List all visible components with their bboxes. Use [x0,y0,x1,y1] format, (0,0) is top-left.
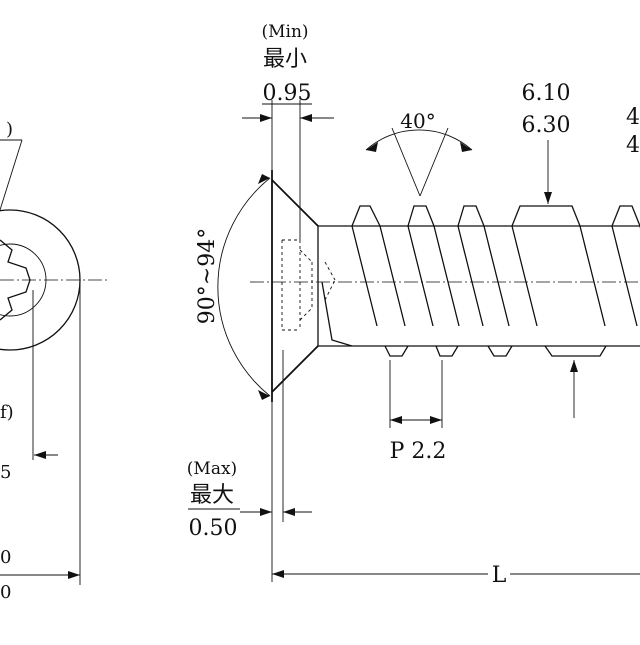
thread-flank-line [483,226,510,326]
thread-flanks [351,226,640,326]
major-dia-value-2: 6.30 [522,113,571,138]
thread-flank-line [433,226,460,326]
min-label-cn: 最小 [263,47,307,72]
edge-label-5: 5 [0,462,11,483]
dimension-length [272,570,640,578]
major-dia-value-1: 6.10 [522,81,571,106]
edge-label-f: f) [0,402,14,423]
dimension-countersink-angle [217,174,271,400]
thread-angle-label: 40° [400,109,435,133]
thread-crests-top [351,205,640,227]
max-value: 0.50 [189,516,238,541]
min-value: 0.95 [263,81,312,106]
dimension-pitch [389,360,443,428]
dimension-max-thickness [188,350,312,582]
thread-flank-line [611,226,638,326]
max-label-en: (Max) [187,459,237,479]
dimension-thread-angle [365,127,473,197]
countersink-angle-label: 90°~94° [195,228,220,324]
thread-flank-line [407,226,434,326]
pitch-label: P 2.2 [390,439,447,464]
max-label-cn: 最大 [190,483,234,508]
head-top-view [0,139,110,585]
thread-flank-line [379,226,406,326]
min-label-en: (Min) [261,22,308,42]
edge-label-top: ) [6,119,13,140]
length-label: L [492,563,507,588]
dimension-min-thickness [242,100,334,240]
thread-flank-line [579,226,606,326]
recess-hidden-lines [281,239,336,331]
screw-side-view [250,170,640,402]
edge-label-0b: 0 [0,582,11,603]
dimension-major-diameter [544,140,578,418]
right-edge-label-1: 4 [626,105,640,130]
thread-flank-line [457,226,484,326]
thread-crests-bottom [321,281,607,357]
thread-flank-line [511,226,538,326]
thread-flank-line [351,226,378,326]
edge-label-0a: 0 [0,547,11,568]
right-edge-label-2: 4 [626,133,640,158]
